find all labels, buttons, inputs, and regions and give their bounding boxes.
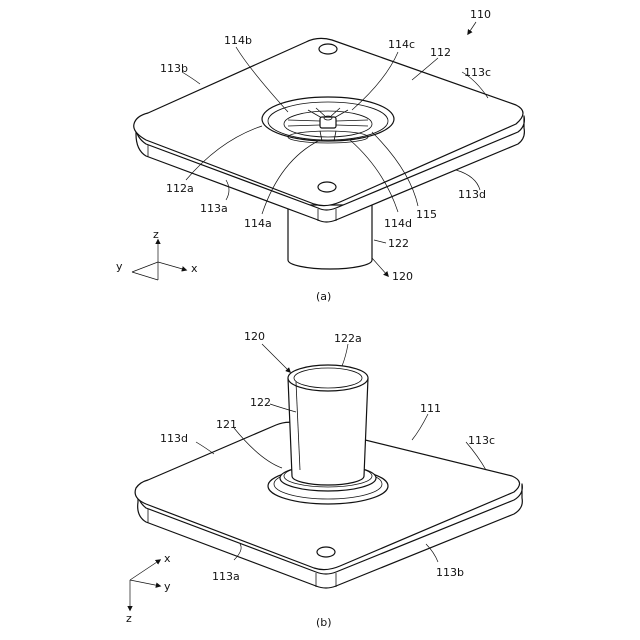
figure-b: 120 122a 122 111 121 113d 113c 113a 113b… — [126, 330, 522, 629]
figure-a: 110 114b 114c 112 113b 113c 112a 113d 11… — [116, 8, 524, 303]
axis-x-b: x — [164, 552, 171, 565]
axes-a: z y x — [116, 228, 198, 280]
label-114b: 114b — [224, 34, 252, 47]
label-122a: 122a — [334, 332, 362, 345]
label-113b-b: 113b — [436, 566, 464, 579]
label-121: 121 — [216, 418, 237, 431]
label-114c: 114c — [388, 38, 415, 51]
label-112: 112 — [430, 46, 451, 59]
axis-x-a: x — [191, 262, 198, 275]
label-113b-a: 113b — [160, 62, 188, 75]
axes-b: x y z — [126, 552, 171, 625]
label-113d-a: 113d — [458, 188, 486, 201]
caption-b: (b) — [316, 616, 332, 629]
label-114a: 114a — [244, 217, 272, 230]
axis-z-b: z — [126, 612, 132, 625]
label-113a-b: 113a — [212, 570, 240, 583]
mount-hole-bottom — [318, 182, 336, 192]
label-122-b: 122 — [250, 396, 271, 409]
label-115: 115 — [416, 208, 437, 221]
label-114d: 114d — [384, 217, 412, 230]
label-113c-a: 113c — [464, 66, 491, 79]
axis-y-b: y — [164, 580, 171, 593]
tube-122-b — [288, 365, 368, 485]
label-112a: 112a — [166, 182, 194, 195]
label-120-b: 120 — [244, 330, 265, 343]
label-120-a: 120 — [392, 270, 413, 283]
axis-z-a: z — [153, 228, 159, 241]
label-111: 111 — [420, 402, 441, 415]
label-113c-b: 113c — [468, 434, 495, 447]
mount-hole-b — [317, 547, 335, 557]
axis-y-a: y — [116, 260, 123, 273]
caption-a: (a) — [316, 290, 331, 303]
label-122-a: 122 — [388, 237, 409, 250]
label-110: 110 — [470, 8, 491, 21]
label-113a-a: 113a — [200, 202, 228, 215]
label-113d-b: 113d — [160, 432, 188, 445]
mount-hole-top — [319, 44, 337, 54]
